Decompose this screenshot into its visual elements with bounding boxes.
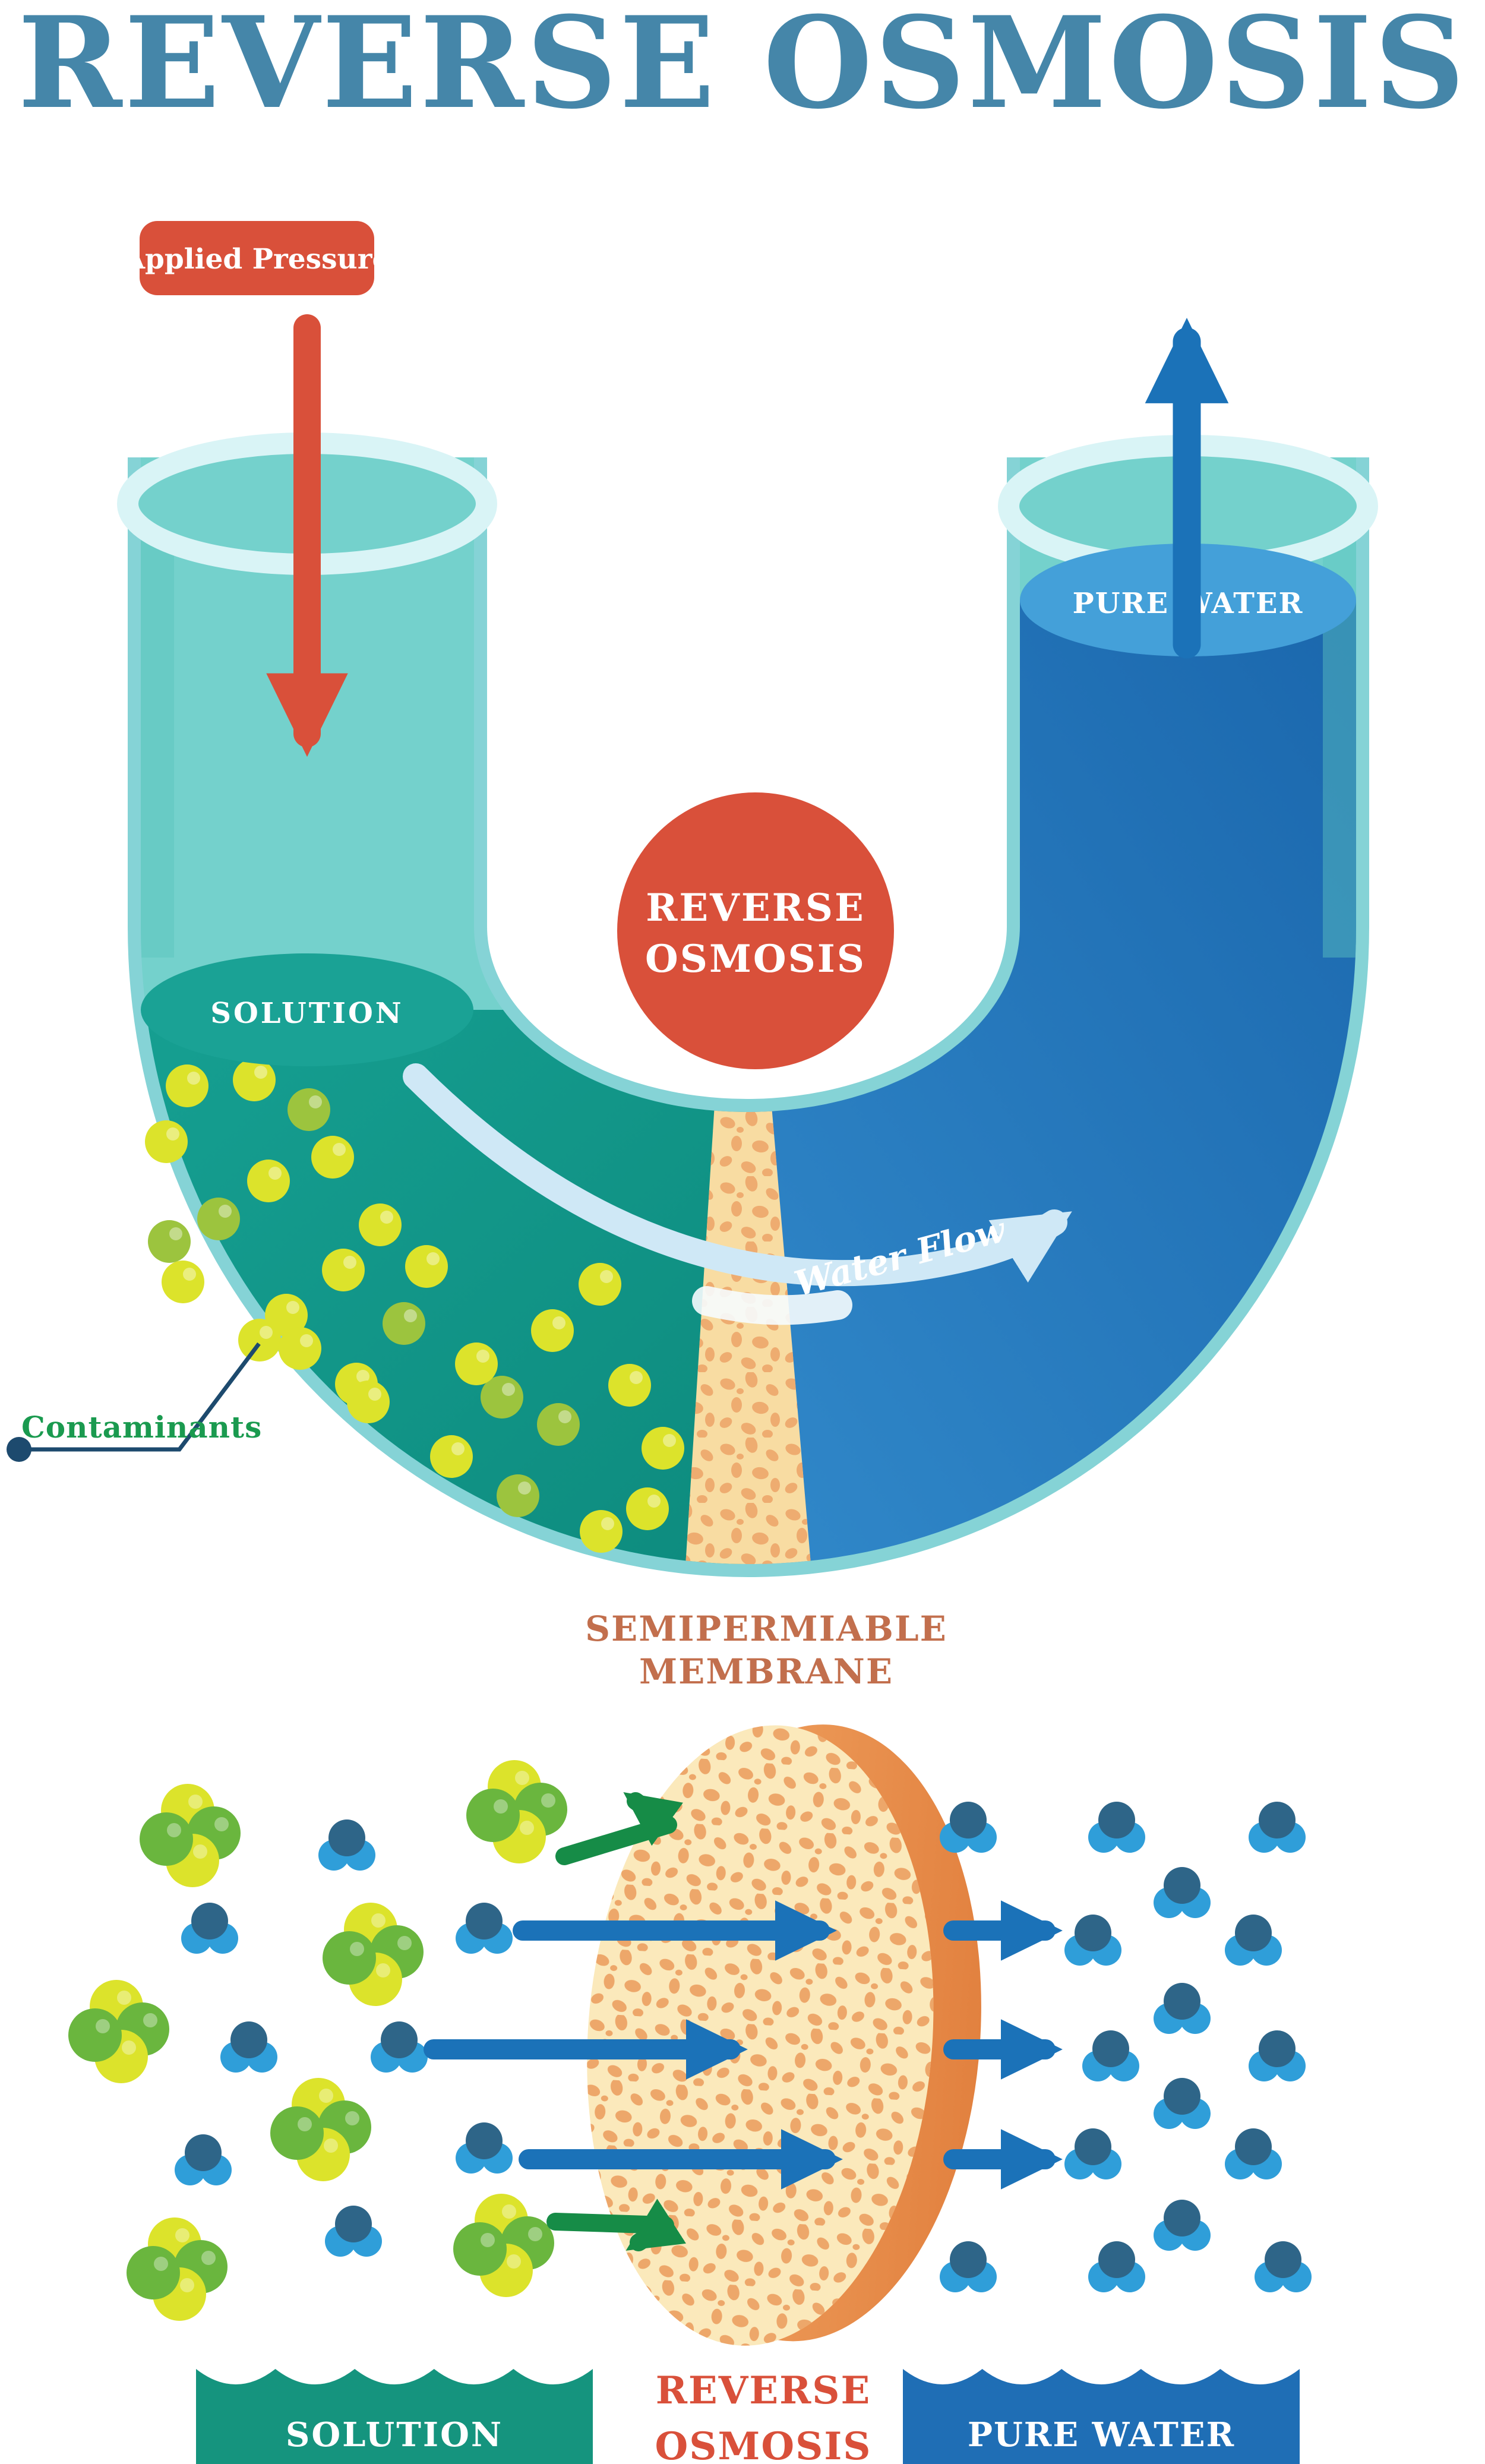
contaminant-dot — [145, 1120, 188, 1163]
water-molecule — [456, 1903, 513, 1954]
contaminant-dot — [626, 1487, 669, 1530]
glass-shade-left — [141, 506, 174, 958]
water-molecule — [1154, 2200, 1211, 2251]
water-molecule — [1088, 1802, 1145, 1853]
contaminant-dot — [537, 1403, 580, 1446]
contaminant-dot — [430, 1435, 473, 1478]
membrane-label-line1: SEMIPERMIABLE — [585, 1609, 947, 1649]
water-molecule — [1249, 1802, 1306, 1853]
contaminant-cluster — [68, 1980, 169, 2083]
contaminant-dot — [497, 1474, 539, 1517]
membrane-label-line2: MEMBRANE — [639, 1651, 893, 1692]
water-molecule — [1082, 2030, 1139, 2081]
water-flow-arrow — [403, 1063, 1072, 1287]
molecular-diagram — [68, 1724, 1312, 2346]
water-molecule — [1154, 2078, 1211, 2129]
contaminant-dot — [405, 1245, 448, 1288]
contaminant-cluster — [140, 1784, 241, 1887]
applied-pressure-badge — [140, 221, 374, 295]
contaminant-dot — [238, 1319, 281, 1361]
footer-center-line1: REVERSE — [656, 2368, 871, 2413]
membrane-label: SEMIPERMIABLE MEMBRANE — [585, 1609, 947, 1692]
contaminant-cluster — [466, 1760, 567, 1863]
footer-pure-water-label: PURE WATER — [968, 2415, 1235, 2454]
callout-line — [19, 1342, 261, 1452]
contaminant-dot — [148, 1220, 191, 1263]
reverse-osmosis-badge: REVERSE OSMOSIS — [617, 792, 894, 1069]
footer: SOLUTION REVERSE OSMOSIS PURE WATER — [196, 2368, 1300, 2464]
reverse-osmosis-line2: OSMOSIS — [645, 937, 866, 981]
water-flow-arrow-highlight — [692, 1286, 852, 1325]
contaminant-cluster — [127, 2217, 228, 2321]
contaminant-dot — [481, 1376, 523, 1419]
water-molecule — [1064, 1915, 1121, 1966]
contaminant-dot — [347, 1381, 390, 1423]
water-molecule — [175, 2134, 232, 2185]
contaminant-dot — [383, 1302, 425, 1345]
contaminant-dot — [359, 1203, 402, 1246]
contaminant-dot — [531, 1309, 574, 1352]
applied-pressure-label: Applied Pressure — [123, 243, 390, 276]
contaminant-cluster — [270, 2078, 371, 2181]
footer-solution-label: SOLUTION — [286, 2415, 503, 2454]
contaminant-dot — [166, 1064, 208, 1107]
water-molecule — [318, 1819, 375, 1871]
callout-dot — [7, 1437, 31, 1462]
water-molecule — [1225, 2128, 1282, 2179]
contaminant-dot — [233, 1059, 276, 1101]
solution-surface — [141, 953, 473, 1066]
clusters — [68, 1760, 567, 2321]
contaminant-dot — [162, 1261, 204, 1303]
water-molecule — [1249, 2030, 1306, 2081]
contaminants-label: Contaminants — [21, 1410, 262, 1445]
reverse-osmosis-line1: REVERSE — [646, 886, 865, 930]
contaminant-dot — [265, 1294, 308, 1337]
solution-banner — [196, 2369, 593, 2464]
water-molecule — [940, 2241, 997, 2292]
pure-water-banner — [903, 2369, 1300, 2464]
water-molecule — [456, 2122, 513, 2174]
contaminant-dots — [145, 1059, 684, 1553]
contaminant-cluster — [453, 2194, 554, 2297]
contaminant-reject-arrow — [555, 1792, 684, 1865]
water-molecule — [1064, 2128, 1121, 2179]
membrane-disk — [587, 1724, 981, 2346]
applied-pressure: Applied Pressure — [123, 221, 390, 757]
contaminant-dot — [608, 1364, 651, 1407]
contaminant-reject-arrow — [546, 2198, 687, 2251]
contaminant-dot — [455, 1342, 498, 1385]
water-molecule — [181, 1903, 238, 1954]
water-molecule — [1255, 2241, 1312, 2292]
contaminant-dot — [197, 1198, 240, 1240]
water-molecule — [371, 2021, 428, 2073]
reverse-osmosis-circle — [617, 792, 894, 1069]
contaminant-dot — [279, 1327, 321, 1370]
u-tube: Water Flow SOLUTION PURE WATER — [117, 432, 1378, 1577]
water-molecule — [1154, 1867, 1211, 1918]
contaminant-dot — [247, 1160, 290, 1202]
contaminant-dot — [322, 1249, 365, 1291]
footer-center-line2: OSMOSIS — [655, 2424, 872, 2464]
flow-arrows — [424, 1792, 1063, 2251]
water-molecule — [325, 2206, 382, 2257]
contaminant-dot — [287, 1088, 330, 1131]
water-molecule — [940, 1802, 997, 1853]
water-molecule — [1154, 1983, 1211, 2034]
water-molecule — [1225, 1915, 1282, 1966]
solution-label: SOLUTION — [210, 997, 403, 1030]
contaminants-callout: Contaminants — [7, 1342, 262, 1462]
water-molecule — [1088, 2241, 1145, 2292]
contaminant-dot — [642, 1427, 684, 1470]
contaminant-cluster — [323, 1903, 424, 2006]
contaminant-dot — [580, 1510, 623, 1553]
contaminant-dot — [311, 1136, 354, 1179]
membrane-disk-texture — [587, 1725, 934, 2346]
water-molecules — [175, 1802, 1312, 2292]
water-molecule — [220, 2021, 277, 2073]
page-title: REVERSE OSMOSIS — [18, 0, 1467, 137]
contaminant-dot — [579, 1263, 621, 1306]
